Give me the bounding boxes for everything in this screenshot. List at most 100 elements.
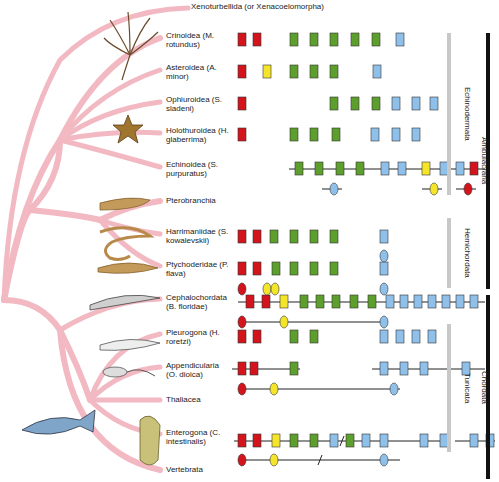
gene-box bbox=[351, 33, 359, 46]
gene-oval bbox=[238, 454, 246, 466]
gene-box bbox=[246, 295, 254, 308]
gene-box bbox=[442, 295, 450, 308]
gene-box bbox=[290, 128, 298, 141]
gene-box bbox=[262, 295, 270, 308]
gene-box bbox=[310, 262, 318, 275]
taxon-label: Ophiuroidea (S. sladeni) bbox=[166, 95, 232, 113]
gene-box bbox=[263, 65, 271, 78]
gene-box bbox=[330, 230, 338, 243]
gene-box bbox=[351, 97, 359, 110]
taxon-label: Asteroidea (A. minor) bbox=[166, 63, 232, 81]
gene-box bbox=[412, 330, 420, 343]
gene-box bbox=[253, 330, 261, 343]
tree-branches bbox=[4, 8, 188, 470]
gene-box bbox=[295, 162, 303, 175]
gene-box bbox=[372, 97, 380, 110]
gene-box bbox=[290, 33, 298, 46]
gene-box bbox=[290, 230, 298, 243]
gene-box bbox=[280, 295, 288, 308]
gene-box bbox=[380, 262, 388, 275]
gene-box bbox=[330, 97, 338, 110]
gene-box bbox=[238, 330, 246, 343]
gene-box bbox=[420, 362, 428, 375]
gene-oval bbox=[238, 283, 246, 295]
gene-box bbox=[346, 434, 354, 447]
gene-box bbox=[380, 362, 388, 375]
genome-line bbox=[238, 389, 400, 390]
gene-box bbox=[430, 97, 438, 110]
gene-box bbox=[456, 295, 464, 308]
gene-box bbox=[290, 434, 298, 447]
gene-box bbox=[330, 434, 338, 447]
gene-box bbox=[253, 230, 261, 243]
gene-box bbox=[386, 295, 394, 308]
gene-box bbox=[371, 128, 379, 141]
gene-box bbox=[310, 330, 318, 343]
gene-oval bbox=[270, 383, 278, 395]
gene-box bbox=[400, 362, 408, 375]
gene-box bbox=[381, 162, 389, 175]
gene-box bbox=[238, 362, 246, 375]
gene-box bbox=[428, 330, 436, 343]
taxon-label: Thaliacea bbox=[166, 395, 201, 404]
gene-oval bbox=[464, 183, 472, 195]
gene-oval bbox=[330, 183, 338, 195]
gene-box bbox=[310, 65, 318, 78]
gene-box bbox=[398, 162, 406, 175]
gene-box bbox=[316, 295, 324, 308]
gene-box bbox=[380, 434, 388, 447]
superclade-label: Ambulacraria bbox=[480, 137, 489, 184]
gene-box bbox=[290, 330, 298, 343]
taxon-label: Crinoidea (M. rotundus) bbox=[166, 31, 232, 49]
gene-box bbox=[412, 97, 420, 110]
gene-box bbox=[380, 330, 388, 343]
gene-box bbox=[253, 33, 261, 46]
gene-oval bbox=[263, 283, 271, 295]
gene-oval bbox=[380, 316, 388, 328]
gene-oval bbox=[238, 383, 246, 395]
gene-box bbox=[414, 295, 422, 308]
taxon-label: Pterobranchia bbox=[166, 196, 216, 205]
gene-box bbox=[456, 162, 464, 175]
gene-oval bbox=[390, 383, 398, 395]
break-mark bbox=[340, 436, 344, 446]
gene-box bbox=[270, 230, 278, 243]
taxon-label: Ptychoderidae (P. flava) bbox=[166, 260, 232, 278]
taxon-label: Enterogona (C. intestinalis) bbox=[166, 428, 232, 446]
gene-box bbox=[238, 262, 246, 275]
taxon-label: Echinoidea (S. purpuratus) bbox=[166, 160, 232, 178]
gene-box bbox=[253, 434, 261, 447]
taxon-label: Harrimaniidae (S. kowalevskii) bbox=[166, 227, 232, 245]
gene-oval bbox=[380, 250, 388, 262]
gene-box bbox=[238, 230, 246, 243]
gene-box bbox=[310, 33, 318, 46]
gene-box bbox=[336, 162, 344, 175]
gene-box bbox=[350, 295, 358, 308]
gene-box bbox=[330, 33, 338, 46]
gene-box bbox=[330, 65, 338, 78]
gene-oval bbox=[380, 283, 388, 295]
gene-box bbox=[470, 162, 478, 175]
gene-box bbox=[428, 295, 436, 308]
clade-label: Tunicata bbox=[463, 373, 472, 403]
gene-box bbox=[420, 434, 428, 447]
gene-box bbox=[238, 33, 246, 46]
gene-oval bbox=[270, 454, 278, 466]
gene-box bbox=[440, 434, 448, 447]
gene-box bbox=[290, 262, 298, 275]
gene-box bbox=[300, 295, 308, 308]
gene-box bbox=[440, 162, 448, 175]
gene-box bbox=[368, 295, 376, 308]
gene-box bbox=[272, 434, 280, 447]
gene-box bbox=[396, 33, 404, 46]
gene-box bbox=[470, 434, 478, 447]
gene-box bbox=[380, 230, 388, 243]
gene-box bbox=[290, 65, 298, 78]
gene-box bbox=[310, 434, 318, 447]
gene-oval bbox=[238, 316, 246, 328]
gene-box bbox=[373, 65, 381, 78]
genome-line bbox=[238, 322, 385, 323]
animal-illustrations bbox=[22, 12, 160, 465]
gene-box bbox=[290, 362, 298, 375]
